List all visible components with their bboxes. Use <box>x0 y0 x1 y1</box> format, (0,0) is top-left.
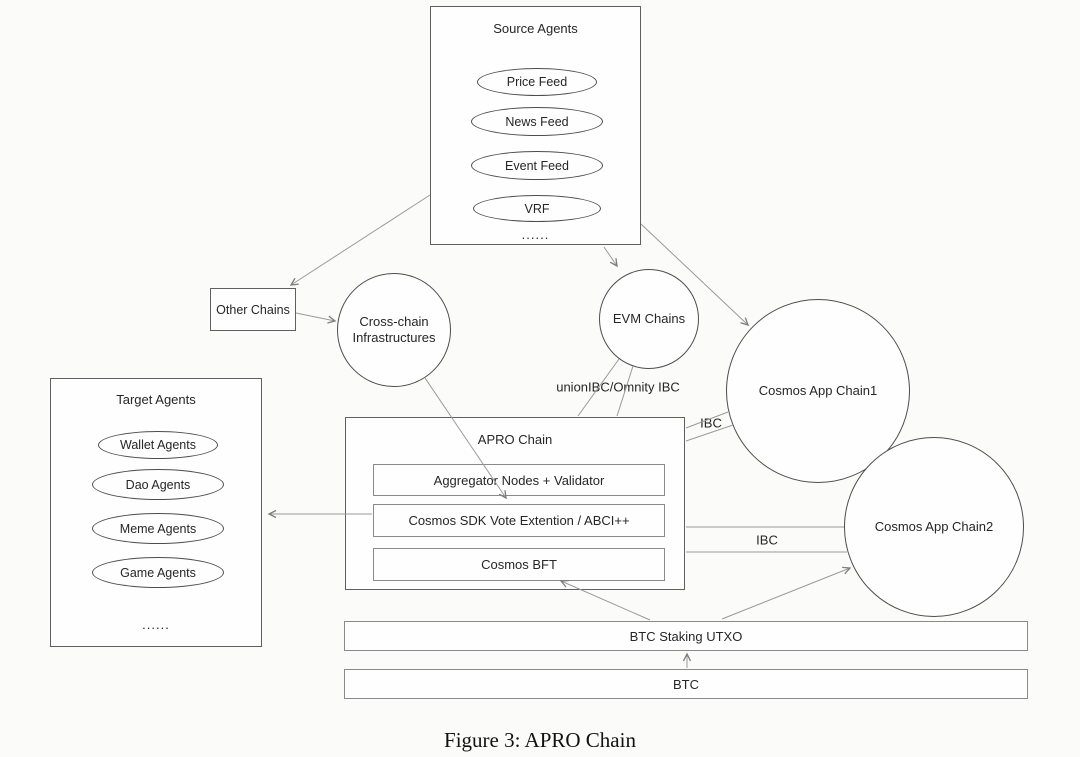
price-feed-label: Price Feed <box>506 75 568 89</box>
ibc-chain1-edge-label: IBC <box>700 415 722 431</box>
game-agents-ellipse: Game Agents <box>92 557 224 588</box>
target-agents-title: Target Agents <box>116 392 196 407</box>
vrf-ellipse: VRF <box>473 195 601 222</box>
ibc-chain2-edge-label: IBC <box>756 532 778 548</box>
source-agents-title: Source Agents <box>493 21 578 36</box>
aggregator-nodes-validator-label: Aggregator Nodes + Validator <box>433 472 605 488</box>
dao-agents-label: Dao Agents <box>125 477 191 492</box>
event-feed-ellipse: Event Feed <box>471 151 603 180</box>
union-ibc-omnity-ibc-edge-label: unionIBC/Omnity IBC <box>556 379 680 395</box>
target-agents-ellipsis: ...... <box>142 617 170 632</box>
other-chains-box: Other Chains <box>210 288 296 331</box>
source-agents-box: Source Agents Price Feed News Feed Event… <box>430 6 641 245</box>
btc-bar: BTC <box>344 669 1028 699</box>
aggregator-nodes-validator-bar: Aggregator Nodes + Validator <box>373 464 665 496</box>
source-agents-ellipsis: ...... <box>521 227 550 242</box>
vrf-label: VRF <box>524 201 550 216</box>
figure-caption: Figure 3: APRO Chain <box>444 728 636 752</box>
cosmos-app-chain1-circle: Cosmos App Chain1 <box>726 299 910 483</box>
price-feed-ellipse: Price Feed <box>477 68 597 96</box>
evm-chains-label: EVM Chains <box>612 310 686 326</box>
target-agents-box: Target Agents Wallet Agents Dao Agents M… <box>50 378 262 647</box>
cosmos-bft-label: Cosmos BFT <box>481 557 557 572</box>
news-feed-label: News Feed <box>505 114 569 129</box>
cross-chain-infrastructures-circle: Cross-chain Infrastructures <box>337 273 451 387</box>
btc-staking-utxo-label: BTC Staking UTXO <box>629 628 743 644</box>
dao-agents-ellipse: Dao Agents <box>92 469 224 500</box>
news-feed-ellipse: News Feed <box>471 107 603 136</box>
meme-agents-label: Meme Agents <box>119 521 197 536</box>
other-chains-label: Other Chains <box>216 302 290 317</box>
evm-chains-circle: EVM Chains <box>599 269 699 369</box>
cosmos-app-chain2-label: Cosmos App Chain2 <box>874 518 994 534</box>
apro-chain-title: APRO Chain <box>477 432 553 447</box>
game-agents-label: Game Agents <box>120 565 196 580</box>
wallet-agents-label: Wallet Agents <box>120 438 196 452</box>
cosmos-sdk-vote-extension-bar: Cosmos SDK Vote Extention / ABCI++ <box>373 504 665 537</box>
cosmos-app-chain1-label: Cosmos App Chain1 <box>758 382 878 398</box>
meme-agents-ellipse: Meme Agents <box>92 513 224 544</box>
btc-staking-utxo-bar: BTC Staking UTXO <box>344 621 1028 651</box>
cosmos-app-chain2-circle: Cosmos App Chain2 <box>844 437 1024 617</box>
apro-chain-box: APRO Chain Aggregator Nodes + Validator … <box>345 417 685 590</box>
wallet-agents-ellipse: Wallet Agents <box>98 431 218 459</box>
cosmos-sdk-vote-extension-label: Cosmos SDK Vote Extention / ABCI++ <box>408 513 630 528</box>
event-feed-label: Event Feed <box>505 158 569 173</box>
cross-chain-infrastructures-label: Cross-chain Infrastructures <box>352 313 436 345</box>
cosmos-bft-bar: Cosmos BFT <box>373 548 665 581</box>
btc-label: BTC <box>673 676 699 692</box>
